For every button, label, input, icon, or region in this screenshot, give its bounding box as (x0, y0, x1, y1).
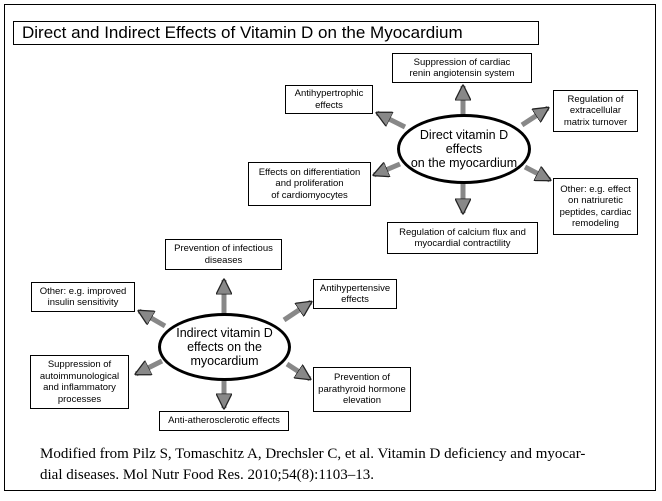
box-cardiomyocyte-differentiation: Effects on differentiation and prolifera… (248, 162, 371, 206)
figure-title: Direct and Indirect Effects of Vitamin D… (13, 21, 539, 45)
box-autoimmune-suppression: Suppression of autoimmunological and inf… (30, 355, 129, 409)
box-insulin-sensitivity: Other: e.g. improved insulin sensitivity (31, 282, 135, 312)
box-antihypertrophic: Antihypertrophic effects (285, 85, 373, 114)
box-other-direct: Other: e.g. effect on natriuretic peptid… (553, 178, 638, 235)
arrow-direct-differentiation (374, 161, 401, 175)
indirect-effects-center: Indirect vitamin D effects on the myocar… (158, 313, 291, 381)
direct-effects-center: Direct vitamin D effects on the myocardi… (397, 114, 531, 184)
box-anti-atherosclerotic: Anti-atherosclerotic effects (159, 411, 289, 431)
arrow-direct-ecm (520, 105, 548, 128)
arrow-indirect-autoimmune (136, 358, 164, 377)
figure-caption: Modified from Pilz S, Tomaschitz A, Drec… (40, 446, 586, 483)
box-ecm-turnover: Regulation of extracellular matrix turno… (553, 90, 638, 132)
figure-frame (4, 4, 656, 491)
box-pth-prevention: Prevention of parathyroid hormone elevat… (313, 367, 411, 412)
box-antihypertensive: Antihypertensive effects (313, 279, 397, 309)
arrow-indirect-antihypertensive (282, 299, 311, 323)
box-infectious-prevention: Prevention of infectious diseases (165, 239, 282, 270)
arrow-direct-antihypertrophic (377, 110, 407, 130)
arrow-direct-other (523, 164, 550, 183)
arrow-indirect-pth (285, 361, 310, 382)
box-raas-suppression: Suppression of cardiac renin angiotensin… (392, 53, 532, 83)
arrow-indirect-insulin (139, 308, 167, 329)
box-calcium-flux: Regulation of calcium flux and myocardia… (387, 222, 538, 254)
